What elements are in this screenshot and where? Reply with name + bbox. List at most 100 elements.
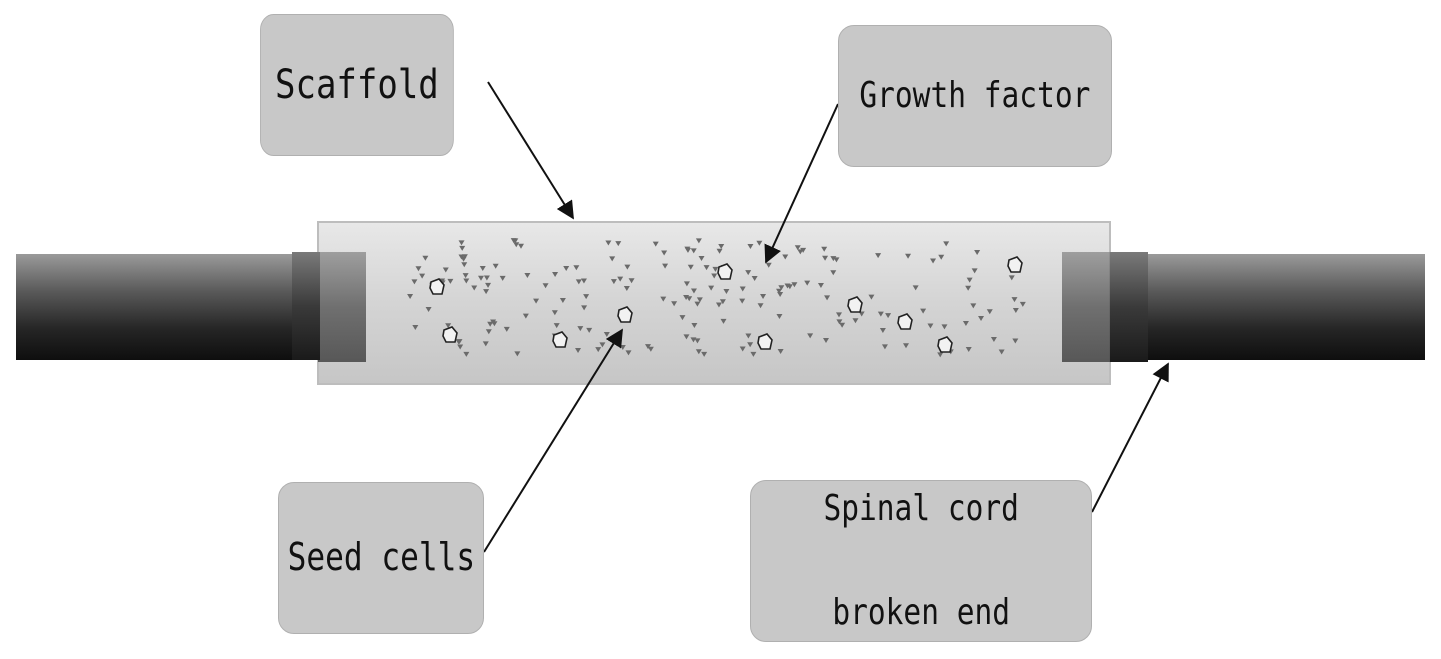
growth-factor-dot — [839, 322, 846, 328]
growth-factor-dot — [575, 279, 582, 285]
growth-factor-dot — [694, 338, 701, 344]
spinal-cord-label-line1: Spinal cord — [823, 487, 1019, 529]
growth-factor-dot — [522, 313, 529, 319]
growth-factor-dot — [573, 265, 580, 271]
growth-factor-dot — [445, 323, 452, 329]
growth-factor-dot — [671, 301, 678, 307]
growth-factor-dot — [966, 277, 973, 283]
growth-factor-dot — [499, 275, 506, 281]
growth-factor-dot — [879, 327, 886, 333]
growth-factor-dot — [652, 241, 659, 247]
growth-factor-dot — [1011, 297, 1018, 303]
seed-cell — [617, 306, 633, 323]
growth-factor-label-box: Growth factor — [838, 25, 1112, 167]
growth-factor-dot — [703, 265, 710, 271]
growth-factor-dot — [595, 347, 602, 353]
growth-factor-dot — [425, 307, 432, 313]
growth-factor-dot — [720, 318, 727, 324]
growth-factor-dot — [479, 266, 486, 272]
growth-factor-dot — [903, 343, 910, 349]
growth-factor-dot — [559, 298, 566, 304]
scaffold-label-box: Scaffold — [260, 14, 454, 156]
growth-factor-dot — [716, 248, 723, 254]
growth-factor-dot — [905, 253, 912, 259]
growth-factor-dot — [661, 250, 668, 256]
growth-factor-dot — [747, 342, 754, 348]
growth-factor-dot — [605, 240, 612, 246]
growth-factor-dot — [745, 270, 752, 276]
growth-factor-dot — [776, 288, 783, 294]
seed-cell — [1007, 256, 1023, 273]
growth-factor-dot — [583, 294, 590, 300]
growth-factor-dot — [836, 319, 843, 325]
growth-factor-dot — [739, 286, 746, 292]
spinal-cord-label-line2: broken end — [832, 592, 1010, 634]
growth-factor-dot — [784, 283, 791, 289]
seed-cells-group — [429, 256, 1023, 353]
growth-factor-dot — [777, 291, 784, 297]
growth-factor-dot — [463, 278, 470, 284]
growth-factor-dot — [777, 348, 784, 354]
seed-cells-label-box: Seed cells — [278, 482, 484, 634]
growth-factor-dot — [461, 262, 468, 268]
growth-factor-dot — [455, 339, 462, 345]
growth-factor-dot — [794, 245, 801, 251]
growth-factor-dot — [487, 321, 494, 327]
growth-factor-dot — [462, 273, 469, 279]
growth-factor-dot — [920, 308, 927, 314]
growth-factor-dot — [698, 256, 705, 262]
growth-factor-dot — [533, 298, 540, 304]
growth-factor-dot — [998, 349, 1005, 355]
seed-cell — [757, 333, 773, 350]
growth-factor-dot — [407, 294, 414, 300]
growth-factor-dot — [518, 243, 525, 249]
growth-factor-dot — [463, 351, 470, 357]
growth-factor-dot — [965, 285, 972, 291]
growth-factor-dot — [690, 248, 697, 254]
growth-factor-dot — [745, 333, 752, 339]
growth-factor-dot — [962, 321, 969, 327]
growth-factor-dot — [760, 294, 767, 300]
growth-factor-dot — [971, 268, 978, 274]
growth-factor-dot — [458, 254, 465, 260]
growth-factor-dot — [800, 247, 807, 253]
growth-factor-dot — [683, 295, 690, 301]
growth-factor-dot — [712, 266, 719, 272]
growth-factor-dot — [645, 344, 651, 350]
growth-factor-dot — [419, 273, 426, 279]
seed-cell — [442, 326, 458, 343]
growth-factor-dot — [477, 275, 484, 281]
growth-factor-dot — [610, 279, 617, 285]
growth-factor-dot — [492, 263, 499, 269]
growth-factor-dot — [490, 319, 497, 325]
growth-factor-dot — [662, 263, 669, 269]
growth-factor-dot — [830, 270, 837, 276]
growth-factor-dot — [807, 333, 814, 339]
growth-factor-dot — [817, 283, 824, 289]
growth-factor-dot — [877, 311, 884, 317]
growth-factor-dot — [447, 278, 454, 284]
growth-factor-dot — [765, 262, 772, 268]
growth-factor-dot — [885, 313, 892, 319]
growth-factor-dot — [647, 346, 654, 352]
growth-factor-dot — [1012, 338, 1019, 344]
growth-factor-dot — [782, 254, 789, 260]
growth-factor-dot — [459, 245, 466, 251]
growth-factor-dot — [552, 272, 559, 278]
arrow-growth-factor — [764, 103, 839, 264]
growth-factor-dot — [875, 253, 882, 259]
growth-factor-dot — [1008, 275, 1015, 281]
growth-factor-dot — [747, 244, 754, 250]
growth-factor-dot — [580, 278, 587, 284]
growth-factor-dot — [695, 349, 702, 355]
growth-factor-dot — [696, 297, 703, 303]
growth-factor-dot — [978, 315, 985, 321]
growth-factor-dot — [941, 324, 948, 330]
growth-factor-dot — [690, 288, 697, 294]
growth-factor-dot — [512, 238, 519, 244]
growth-factor-dot — [563, 266, 570, 272]
growth-factor-dot — [660, 296, 667, 302]
growth-factor-dot — [718, 243, 725, 249]
growth-factor-dot — [938, 254, 945, 260]
growth-factor-dot — [628, 278, 635, 284]
